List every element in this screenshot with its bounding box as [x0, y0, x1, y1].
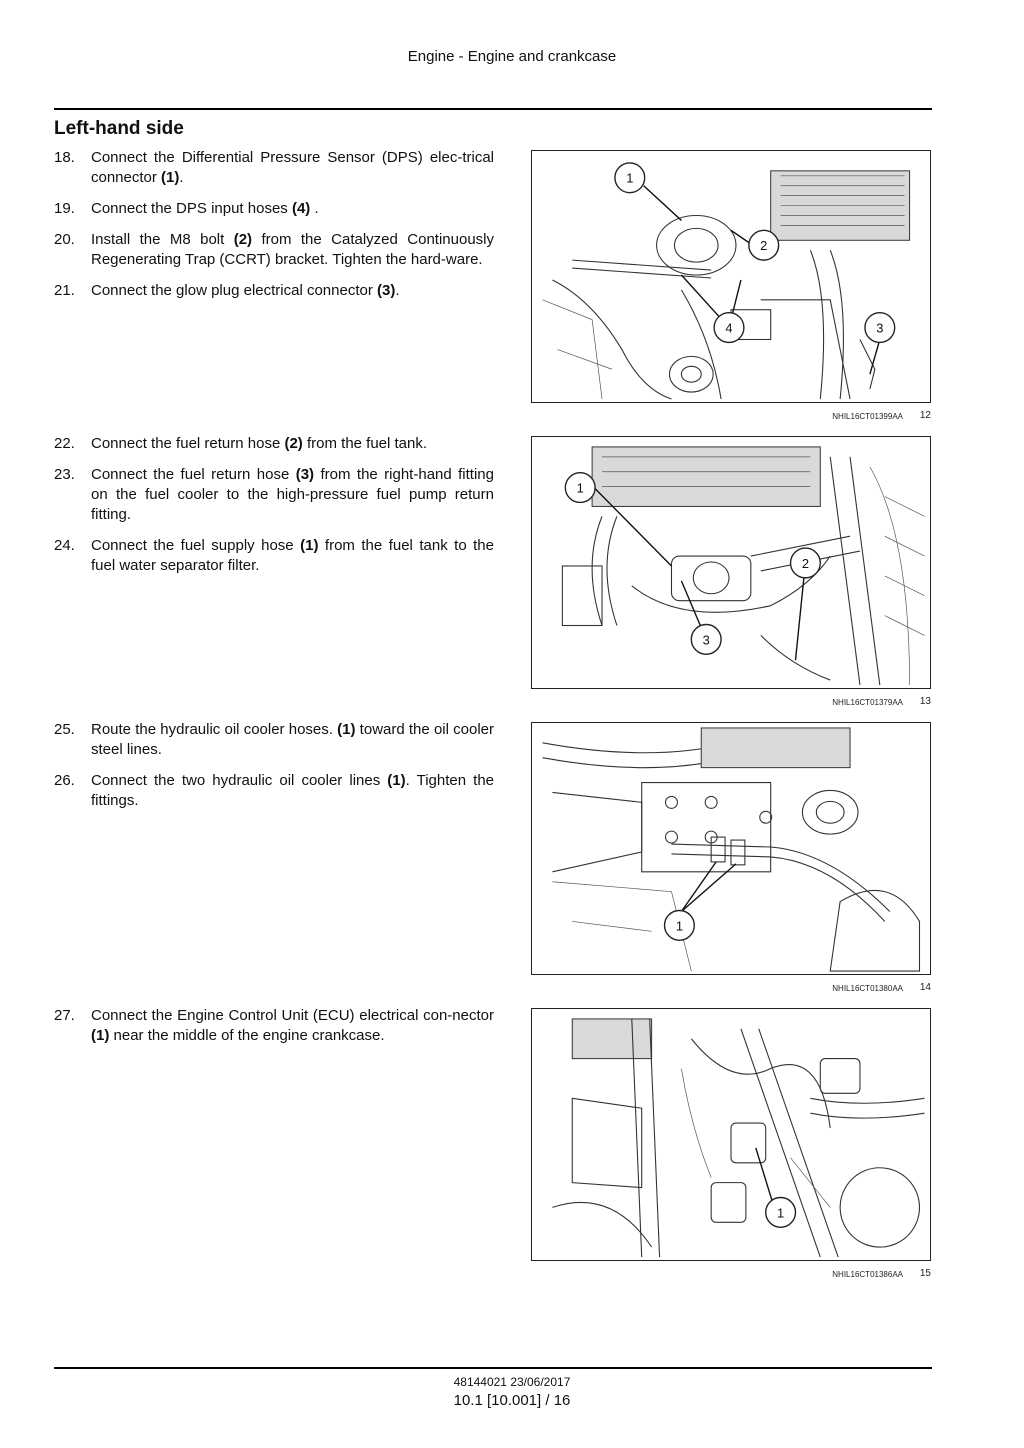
figure-15-caption: NHIL16CT01386AA 15: [531, 1268, 931, 1282]
step-19: 19.Connect the DPS input hoses (4) .: [54, 200, 319, 217]
figure-14-code: NHIL16CT01380AA: [832, 984, 903, 993]
figure-14-number: 14: [919, 982, 931, 993]
callout-3: 3: [864, 312, 896, 344]
figure-13-code: NHIL16CT01379AA: [832, 698, 903, 707]
step-list-fig14: 25.Route the hydraulic oil cooler hoses.…: [54, 720, 494, 822]
step-23: 23.Connect the fuel return hose (3) from…: [54, 466, 494, 523]
callout-4: 4: [713, 312, 745, 344]
figure-15-code: NHIL16CT01386AA: [832, 1270, 903, 1279]
step-24: 24.Connect the fuel supply hose (1) from…: [54, 537, 494, 574]
svg-text:2: 2: [760, 238, 767, 253]
figure-15-ecu-connector: 1: [531, 1008, 931, 1261]
figure-12-illustration: 1 2 4 3: [542, 162, 911, 400]
svg-text:1: 1: [777, 1205, 784, 1220]
step-25: 25.Route the hydraulic oil cooler hoses.…: [54, 721, 494, 758]
figure-12-code: NHIL16CT01399AA: [832, 412, 903, 421]
callout-2: 2: [789, 547, 821, 579]
footer-page-number: 10.1 [10.001] / 16: [453, 1392, 571, 1409]
section-title: Left-hand side: [54, 118, 184, 139]
figure-14-caption: NHIL16CT01380AA 14: [531, 982, 931, 996]
footer-doc-code: 48144021 23/06/2017: [453, 1375, 571, 1389]
header-rule: [54, 108, 932, 110]
step-21: 21.Connect the glow plug electrical conn…: [54, 282, 400, 299]
step-list-fig12: 18.Connect the Differential Pressure Sen…: [54, 148, 494, 312]
callout-1: 1: [765, 1196, 797, 1228]
svg-text:1: 1: [577, 481, 584, 496]
svg-text:1: 1: [676, 918, 683, 933]
leader-lines: [680, 861, 737, 913]
svg-text:1: 1: [626, 171, 633, 186]
running-header: Engine - Engine and crankcase: [407, 48, 617, 65]
callout-2: 2: [748, 229, 780, 261]
figure-12-number: 12: [919, 410, 931, 421]
callout-1: 1: [564, 472, 596, 504]
figure-14-oil-cooler: 1: [531, 722, 931, 975]
footer-rule: [54, 1367, 932, 1369]
engine-drawing: [542, 727, 921, 972]
figure-13-illustration: 1 2 3: [561, 446, 925, 686]
svg-text:3: 3: [876, 321, 883, 336]
figure-12-engine-dps: 1 2 4 3: [531, 150, 931, 403]
figure-13-number: 13: [919, 696, 931, 707]
svg-text:4: 4: [725, 321, 732, 336]
svg-text:2: 2: [802, 556, 809, 571]
figure-13-fuel-hoses: 1 2 3: [531, 436, 931, 689]
figure-12-caption: NHIL16CT01399AA 12: [531, 410, 931, 424]
figure-14-illustration: 1: [542, 727, 921, 972]
figure-15-illustration: 1: [552, 1018, 925, 1258]
callout-3: 3: [690, 623, 722, 655]
step-20: 20.Install the M8 bolt (2) from the Cata…: [54, 231, 494, 268]
svg-text:3: 3: [703, 632, 710, 647]
engine-drawing: [552, 1018, 925, 1258]
callout-1: 1: [614, 162, 646, 194]
step-list-fig13: 22.Connect the fuel return hose (2) from…: [54, 434, 494, 587]
step-27: 27.Connect the Engine Control Unit (ECU)…: [54, 1007, 494, 1044]
step-18: 18.Connect the Differential Pressure Sen…: [54, 149, 494, 186]
figure-15-number: 15: [919, 1268, 931, 1279]
engine-drawing: [542, 170, 911, 400]
callout-1: 1: [663, 909, 695, 941]
step-22: 22.Connect the fuel return hose (2) from…: [54, 435, 428, 452]
step-26: 26.Connect the two hydraulic oil cooler …: [54, 772, 495, 809]
figure-13-caption: NHIL16CT01379AA 13: [531, 696, 931, 710]
step-list-fig15: 27.Connect the Engine Control Unit (ECU)…: [54, 1006, 494, 1057]
engine-drawing: [561, 446, 925, 686]
